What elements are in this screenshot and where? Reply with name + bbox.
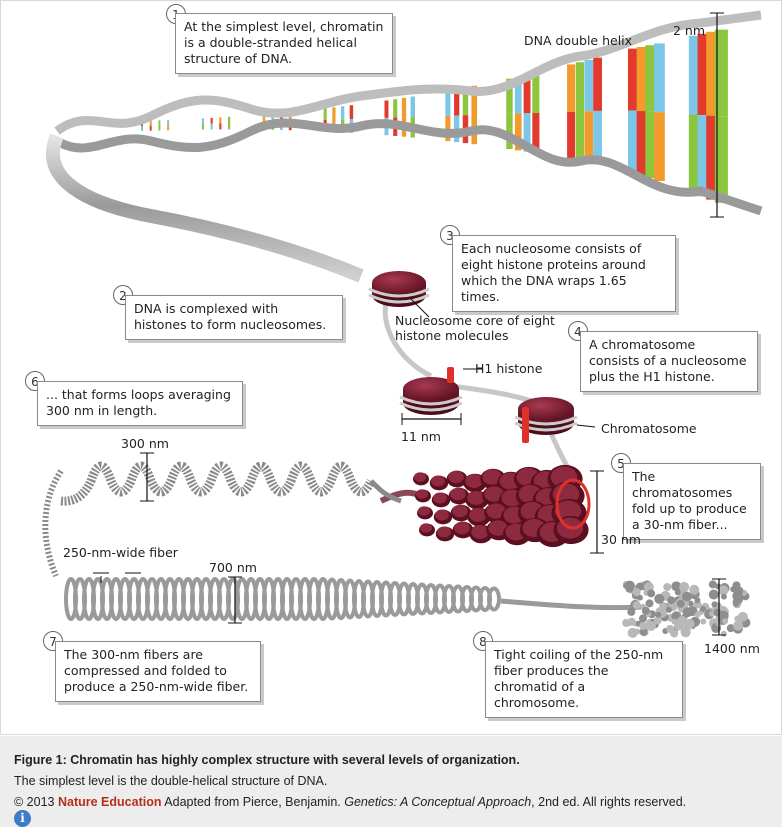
copyright-year: © 2013: [14, 795, 55, 809]
figure-caption: Figure 1: Chromatin has highly complex s…: [0, 736, 782, 827]
dna-strand-to-nucleosomes: [45, 133, 364, 283]
label-1400nm: 1400 nm: [704, 641, 760, 656]
label-11nm: 11 nm: [401, 429, 441, 444]
label-30nm: 30 nm: [601, 532, 641, 547]
label-300nm: 300 nm: [121, 436, 169, 451]
nucleosome-with-h1: [399, 367, 463, 415]
dna-backbone-strand-b: [54, 118, 763, 216]
h1-histone-on-chromatosome: [522, 407, 529, 443]
caption-title: Figure 1: Chromatin has highly complex s…: [14, 753, 520, 767]
callout-step-6: ... that forms loops averaging 300 nm in…: [37, 381, 243, 426]
callout-step-3: Each nucleosome consists of eight histon…: [452, 235, 676, 312]
rights-text: , 2nd ed. All rights reserved.: [531, 795, 687, 809]
caption-description: The simplest level is the double-helical…: [14, 774, 328, 788]
label-250nm-fiber: 250-nm-wide fiber: [63, 545, 178, 560]
chromatin-illustration: [42, 10, 763, 638]
book-title: Genetics: A Conceptual Approach: [344, 795, 532, 809]
callout-step-4: A chromatosome consists of a nucleosome …: [580, 331, 758, 392]
chromatid: [622, 580, 751, 638]
chromatosome: [514, 397, 578, 443]
label-2nm: 2 nm: [673, 23, 706, 38]
label-chromatosome: Chromatosome: [601, 421, 697, 436]
h1-histone-marker: [447, 367, 454, 383]
callout-step-2: DNA is complexed with histones to form n…: [125, 295, 343, 340]
coiled-connector: [42, 469, 64, 578]
caption-credit: © 2013 Nature Education Adapted from Pie…: [14, 792, 768, 813]
adapted-from: Adapted from Pierce, Benjamin.: [164, 795, 341, 809]
30nm-fiber: [379, 464, 591, 548]
label-nucleosome-core: Nucleosome core of eight histone molecul…: [395, 313, 555, 343]
callout-step-1: At the simplest level, chromatin is a do…: [175, 13, 393, 74]
callout-step-8: Tight coiling of the 250-nm fiber produc…: [485, 641, 683, 718]
dna-backbone-strand-a: [54, 10, 762, 135]
label-700nm: 700 nm: [209, 560, 257, 575]
label-h1-histone: H1 histone: [475, 361, 543, 376]
figure-panel: 1 At the simplest level, chromatin is a …: [0, 0, 782, 735]
300nm-loops: [60, 461, 402, 506]
callout-step-7: The 300-nm fibers are compressed and fol…: [55, 641, 261, 702]
info-icon[interactable]: i: [14, 810, 31, 827]
callout-step-5: The chromatosomes fold up to produce a 3…: [623, 463, 761, 540]
nucleosome: [368, 271, 430, 307]
250nm-fiber: [64, 577, 642, 621]
nature-education-link[interactable]: Nature Education: [57, 795, 162, 809]
label-dna-double-helix: DNA double helix: [524, 33, 633, 48]
